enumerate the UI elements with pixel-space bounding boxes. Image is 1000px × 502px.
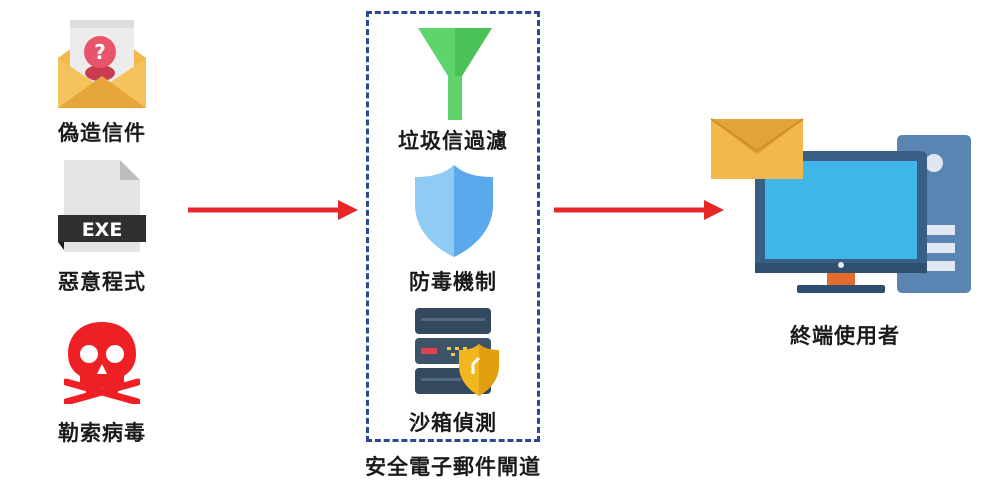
arrow-to-endpoint [554,200,724,220]
threat-label: 勒索病毒 [58,421,146,445]
svg-text:?: ? [94,40,106,64]
endpoint-label: 終端使用者 [790,324,900,348]
phishing-envelope-icon: ? [58,20,146,108]
funnel-icon [418,28,492,120]
file-extension-label: EXE [81,219,123,241]
arrow-to-gateway [188,200,358,220]
server-shield-icon [415,308,499,396]
gateway-layer-label: 垃圾信過濾 [398,129,508,153]
shield-icon [415,165,493,257]
gateway-layer-label: 沙箱偵測 [409,411,497,435]
gateway-layer-label: 防毒機制 [409,270,497,294]
exe-file-icon [58,160,146,252]
threat-label: 惡意程式 [58,270,146,294]
gateway-title: 安全電子郵件閘道 [365,455,541,479]
computer-with-mail-icon [710,118,971,293]
threat-label: 偽造信件 [58,121,146,145]
gateway-box [366,11,540,442]
skull-icon [64,322,140,404]
